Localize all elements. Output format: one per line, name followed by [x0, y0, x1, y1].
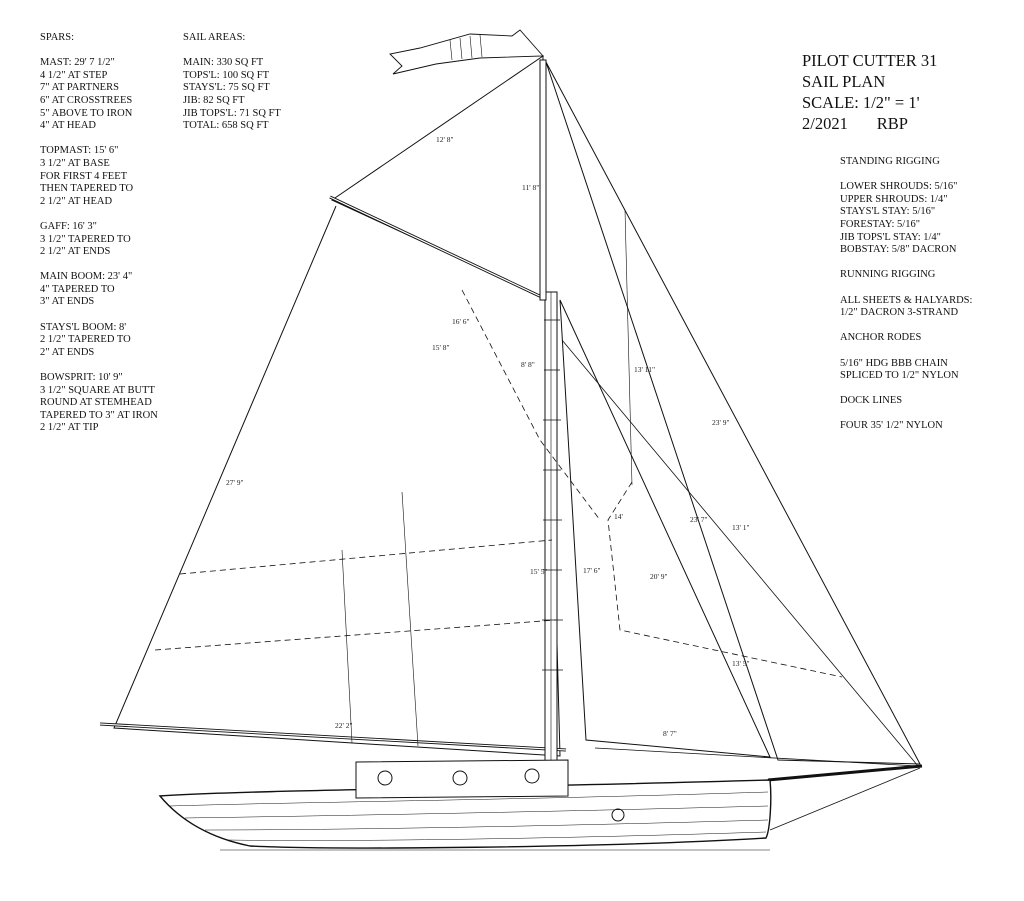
dimension-main-luff: 15' 5" — [530, 567, 548, 576]
rigging-line: 1/2" DACRON 3-STRAND — [840, 307, 959, 319]
dimension-mast-upper: 8' 8" — [521, 360, 535, 369]
sail-areas-heading: SAIL AREAS: — [183, 32, 246, 43]
sail-seams — [341, 209, 633, 747]
spars-line: BOWSPRIT: 10' 9" — [40, 372, 123, 384]
rigging-line: LOWER SHROUDS: 5/16" — [840, 181, 958, 193]
dimension-jib-topsail-leech: 13' 1" — [732, 523, 750, 532]
spars-line: 3" AT ENDS — [40, 296, 95, 308]
dimension-stays-l-leech: 14' — [614, 512, 624, 521]
spars-line: 2" AT ENDS — [40, 346, 95, 358]
spars-line: 4" AT HEAD — [40, 120, 97, 132]
title-line: SAIL PLAN — [802, 72, 886, 91]
title-line: 2/2021 RBP — [802, 114, 908, 133]
spars-line: 2 1/2" AT HEAD — [40, 195, 113, 207]
bobstay — [769, 767, 921, 831]
spars-line: MAIN BOOM: 23' 4" — [40, 271, 133, 283]
rigging-line: ALL SHEETS & HALYARDS: — [840, 294, 973, 306]
spars-line: 2 1/2" AT TIP — [40, 422, 99, 434]
sail-area-line: JIB: 82 SQ FT — [183, 94, 245, 106]
spars-line: THEN TAPERED TO — [40, 183, 134, 195]
dimension-topsail-head: 12' 8" — [436, 135, 454, 144]
rigging-line: DOCK LINES — [840, 395, 903, 407]
sail-area-line: JIB TOPS'L: 71 SQ FT — [183, 107, 281, 119]
rigging-line: BOBSTAY: 5/8" DACRON — [840, 244, 957, 256]
ratlines — [542, 319, 563, 671]
staysail — [559, 299, 771, 758]
dimension-gaff-inner: 16' 6" — [452, 317, 470, 326]
rigging-line: ANCHOR RODES — [840, 332, 922, 344]
dimension-topmast: 11' 8" — [522, 183, 539, 192]
pennant — [389, 29, 544, 75]
rigging-line: RUNNING RIGGING — [840, 269, 936, 281]
rigging-line: FORESTAY: 5/16" — [840, 218, 920, 230]
cabin-house — [355, 759, 569, 799]
rigging-line: STANDING RIGGING — [840, 156, 940, 167]
sail-area-line: TOPS'L: 100 SQ FT — [183, 69, 270, 81]
rigging-line: 5/16" HDG BBB CHAIN — [840, 357, 948, 369]
dimension-topsail-luff: 13' 11" — [634, 365, 655, 374]
spars-line: 3 1/2" TAPERED TO — [40, 233, 131, 245]
portlights — [377, 768, 625, 822]
spars-line: FOR FIRST 4 FEET — [40, 170, 128, 182]
spars-line: 5" ABOVE TO IRON — [40, 107, 133, 119]
spars-line: MAST: 29' 7 1/2" — [40, 57, 115, 69]
spars-line: 3 1/2" SQUARE AT BUTT — [40, 384, 155, 396]
rigging-line: SPLICED TO 1/2" NYLON — [840, 370, 959, 382]
spars-line: 4 1/2" AT STEP — [40, 69, 108, 81]
dimension-jib-leech: 20' 9" — [650, 572, 668, 581]
title-line: SCALE: 1/2" = 1' — [802, 93, 920, 112]
title-line: PILOT CUTTER 31 — [802, 51, 938, 70]
spars-line: ROUND AT STEMHEAD — [40, 397, 152, 409]
dimension-stays-l-foot: 8' 7" — [663, 729, 677, 738]
rigging-line: STAYS'L STAY: 5/16" — [840, 206, 936, 218]
spars-heading: SPARS: — [40, 32, 75, 43]
rigging-line: FOUR 35' 1/2" NYLON — [840, 420, 943, 432]
dimension-stays-l-luff: 17' 6" — [583, 566, 601, 575]
title-block: PILOT CUTTER 31 SAIL PLAN SCALE: 1/2" = 1'… — [802, 50, 937, 134]
topmast — [539, 59, 547, 301]
pennant-hatching — [449, 34, 483, 61]
spars-line: TAPERED TO 3" AT IRON — [40, 409, 158, 421]
spars-line: 2 1/2" AT ENDS — [40, 246, 111, 258]
sail-area-line: STAYS'L: 75 SQ FT — [183, 82, 270, 94]
dimension-main-leech: 27' 9" — [226, 478, 244, 487]
spars-line: 2 1/2" TAPERED TO — [40, 334, 131, 346]
rigging-spec: STANDING RIGGING LOWER SHROUDS: 5/16"UPPE… — [840, 156, 972, 433]
spars-line: GAFF: 16' 3" — [40, 220, 97, 232]
topsail — [330, 55, 544, 297]
dimension-jib-topsail-stay: 23' 9" — [712, 418, 730, 427]
sail-area-line: MAIN: 330 SQ FT — [183, 57, 264, 69]
spars-line: 6" AT CROSSTREES — [40, 94, 133, 106]
dimension-main-foot: 22' 2" — [335, 721, 353, 730]
spars-line: 4" TAPERED TO — [40, 283, 115, 295]
spars-line: 7" AT PARTNERS — [40, 82, 119, 94]
rigging-line: UPPER SHROUDS: 1/4" — [840, 193, 948, 205]
dimension-gaff: 15' 8" — [432, 343, 450, 352]
sail-area-line: TOTAL: 658 SQ FT — [183, 120, 269, 132]
reef-lines — [154, 289, 843, 678]
spars-line: STAYS'L BOOM: 8' — [40, 321, 127, 333]
dimension-jib-foot: 13' 5" — [732, 659, 750, 668]
spars-line: 3 1/2" AT BASE — [40, 157, 110, 169]
mainsail — [113, 205, 561, 757]
spars-line: TOPMAST: 15' 6" — [40, 145, 119, 157]
dimension-jib-luff: 23' 7" — [690, 515, 708, 524]
bowsprit — [767, 764, 923, 782]
rigging-line: JIB TOPS'L STAY: 1/4" — [840, 231, 941, 243]
jib — [561, 339, 919, 767]
